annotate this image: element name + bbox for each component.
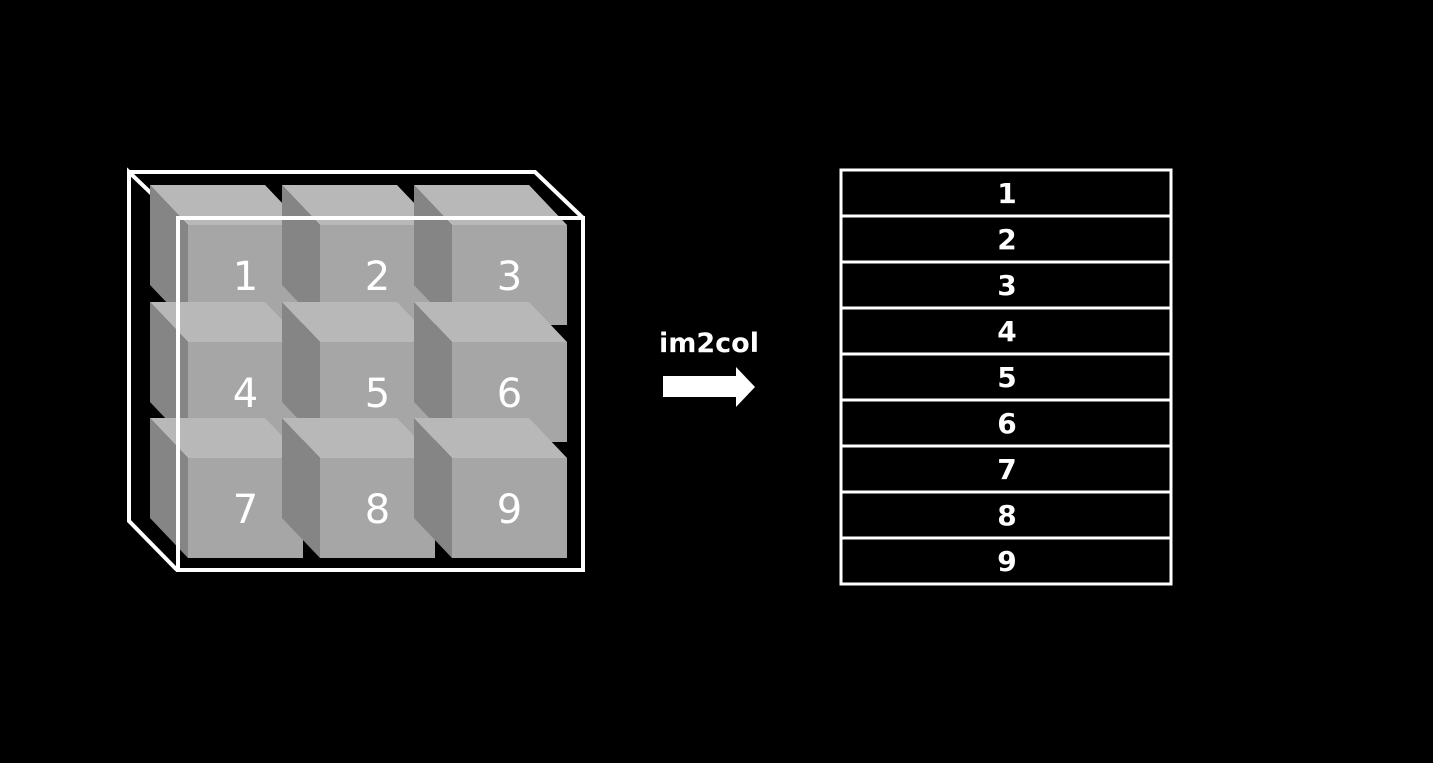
cube-side-face xyxy=(282,418,320,558)
cube-top-face xyxy=(150,418,303,458)
wireframe-front-face xyxy=(176,216,585,572)
tensor-cube: 8 xyxy=(282,418,435,558)
column-cell: 4 xyxy=(839,306,1173,356)
cube-label: 2 xyxy=(365,254,390,300)
cube-top-face xyxy=(414,302,567,342)
output-column: 1 2 3 4 5 6 7 8 9 xyxy=(839,168,1173,586)
column-cell-border xyxy=(839,536,1173,586)
cube-top-face xyxy=(414,185,567,225)
cube-front-face xyxy=(452,458,567,558)
column-cell: 8 xyxy=(839,490,1173,540)
cube-top-face xyxy=(282,418,435,458)
cube-top-face xyxy=(150,185,303,225)
column-cell-label: 2 xyxy=(997,223,1016,256)
cube-label: 3 xyxy=(497,254,522,300)
cube-side-face xyxy=(414,418,452,558)
column-cell: 6 xyxy=(839,398,1173,448)
column-cell-label: 9 xyxy=(997,545,1016,578)
tensor-cube: 4 xyxy=(150,302,303,442)
tensor-cube: 9 xyxy=(414,418,567,558)
cube-top-face xyxy=(282,185,435,225)
column-cell-label: 4 xyxy=(997,315,1016,348)
cube-label: 1 xyxy=(233,254,258,300)
cube-top-face xyxy=(282,302,435,342)
cube-top-face xyxy=(414,418,567,458)
column-cell-label: 3 xyxy=(997,269,1016,302)
column-cell: 9 xyxy=(839,536,1173,586)
cube-label: 4 xyxy=(233,371,258,417)
operation-label: im2col xyxy=(659,328,759,359)
column-cell: 3 xyxy=(839,260,1173,310)
cube-label: 8 xyxy=(365,487,390,533)
input-tensor: 1 2 3 4 5 6 7 8 9 xyxy=(127,167,585,572)
cube-side-face xyxy=(282,302,320,442)
column-cell-label: 8 xyxy=(997,499,1016,532)
column-cell: 1 xyxy=(839,168,1173,218)
column-cell: 5 xyxy=(839,352,1173,402)
tensor-cube: 7 xyxy=(150,418,303,558)
column-cell-label: 1 xyxy=(997,177,1016,210)
cube-label: 7 xyxy=(233,487,258,533)
cube-top-face xyxy=(150,302,303,342)
column-cell-label: 7 xyxy=(997,453,1016,486)
cube-label: 6 xyxy=(497,371,522,417)
column-cell: 7 xyxy=(839,444,1173,494)
cube-label: 5 xyxy=(365,371,390,417)
column-cell-label: 6 xyxy=(997,407,1016,440)
column-cell: 2 xyxy=(839,214,1173,264)
cube-side-face xyxy=(414,302,452,442)
im2col-operation: im2col xyxy=(659,328,759,407)
cube-label: 9 xyxy=(497,487,522,533)
wireframe-top-back-edge xyxy=(129,170,585,220)
right-arrow-icon xyxy=(663,367,755,407)
column-cell-label: 5 xyxy=(997,361,1016,394)
